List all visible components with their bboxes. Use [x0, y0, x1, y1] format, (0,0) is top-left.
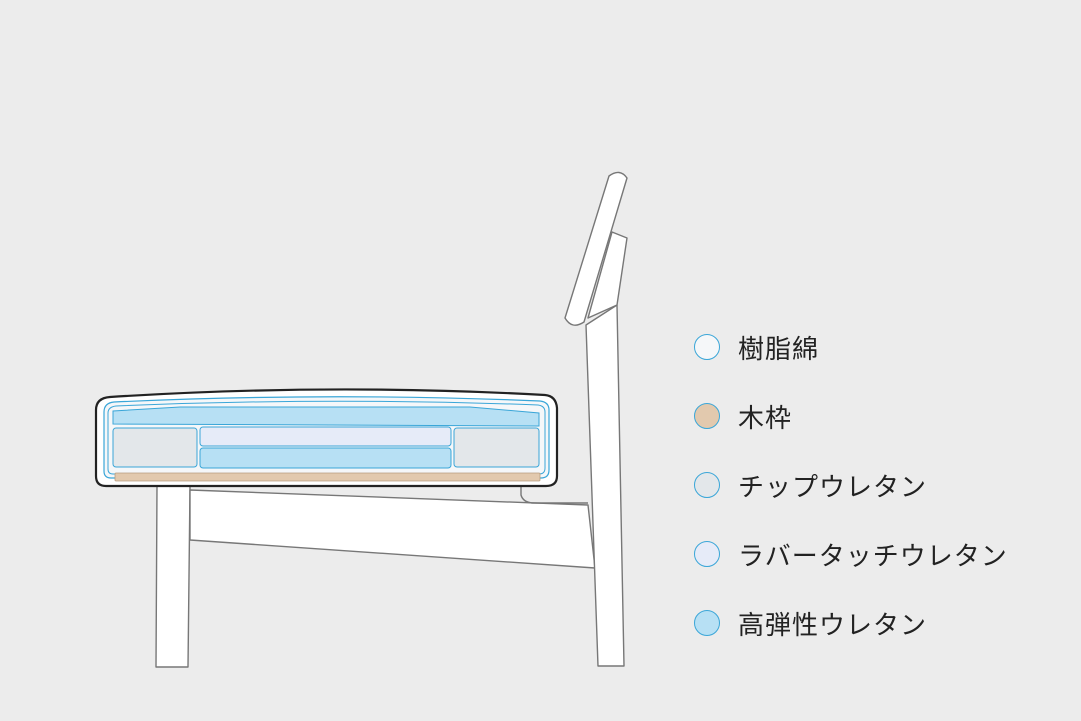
front-leg [155, 485, 191, 668]
legend-label: チップウレタン [738, 472, 928, 503]
bottom-urethane-layer [199, 447, 452, 469]
legend-label: 樹脂綿 [738, 334, 820, 365]
wood-frame-swatch [694, 403, 720, 429]
rubber-touch-urethane-swatch [694, 541, 720, 567]
seat-bracket [520, 486, 588, 504]
legend-item-chip-urethane: チップウレタン [694, 468, 1064, 503]
wood-frame [114, 472, 541, 482]
legend-item-rubber-touch-urethane: ラバータッチウレタン [694, 537, 1064, 572]
high-resilience-urethane-swatch [694, 610, 720, 636]
legend-item-high-resilience-urethane: 高弾性ウレタン [694, 606, 1064, 641]
back-post [587, 231, 628, 319]
legend-item-resin-cotton: 樹脂綿 [694, 330, 1064, 365]
legend-item-wood-frame: 木枠 [694, 399, 1064, 434]
top-urethane-layer [112, 406, 540, 427]
chip-urethane-swatch [694, 472, 720, 498]
rubber-touch-urethane [199, 426, 452, 447]
resin-cotton-swatch [694, 334, 720, 360]
backrest-slat [564, 171, 628, 326]
rear-leg [585, 304, 625, 667]
legend-label: 高弾性ウレタン [738, 610, 928, 641]
legend-label: ラバータッチウレタン [738, 541, 1008, 572]
chip-urethane-left [112, 427, 198, 468]
legend: 樹脂綿 木枠 チップウレタン ラバータッチウレタン 高弾性ウレタン [694, 330, 1064, 675]
chip-urethane-right [453, 427, 540, 468]
side-rail [189, 489, 596, 569]
legend-label: 木枠 [738, 403, 793, 434]
